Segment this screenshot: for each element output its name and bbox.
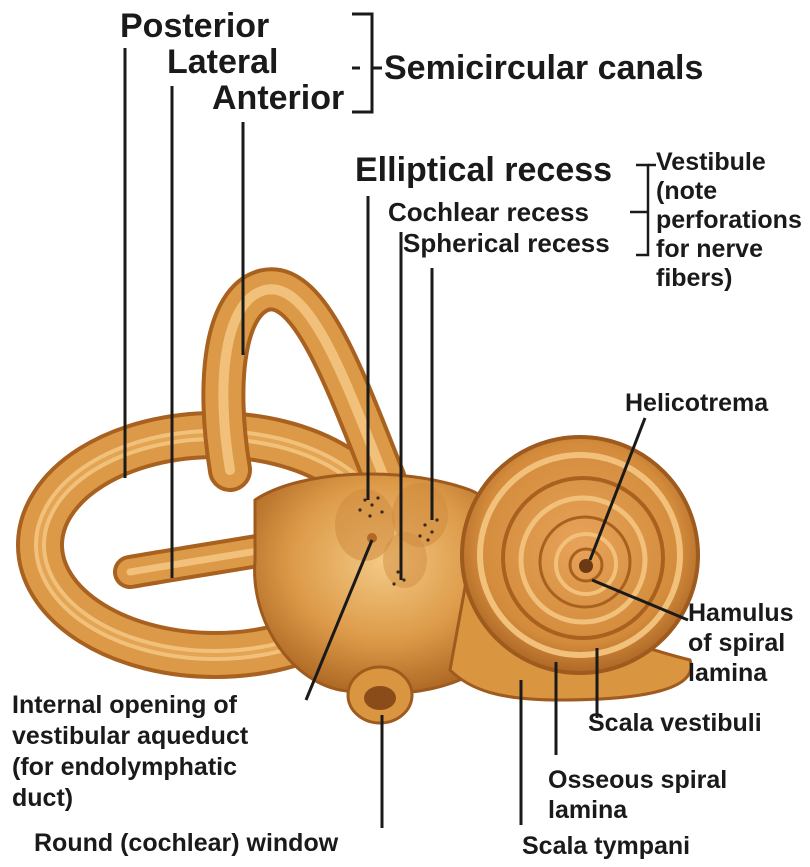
scala-tympani-label: Scala tympani: [522, 833, 690, 860]
osseous-spiral-lamina-label: Osseous spiral lamina: [548, 765, 778, 825]
anterior-label: Anterior: [212, 80, 344, 117]
vestibule-bracket: [630, 165, 656, 255]
elliptical-recess-label: Elliptical recess: [355, 152, 612, 189]
scala-vestibuli-label: Scala vestibuli: [588, 710, 762, 737]
hamulus-label: Hamulus of spiral lamina: [688, 598, 808, 688]
lateral-label: Lateral: [167, 44, 279, 81]
cochlea-shape: [462, 437, 698, 673]
semicircular-bracket: [352, 14, 382, 112]
helicotrema-label: Helicotrema: [625, 390, 768, 417]
spherical-recess-label: Spherical recess: [403, 229, 610, 257]
round-window-label: Round (cochlear) window: [34, 830, 338, 857]
cochlear-recess-label: Cochlear recess: [388, 198, 589, 226]
internal-opening-label: Internal opening of vestibular aqueduct …: [12, 690, 312, 814]
round-window-shape: [348, 667, 412, 723]
vestibule-label: Vestibule (note perforations for nerve f…: [656, 148, 806, 293]
semicircular-canals-label: Semicircular canals: [384, 50, 703, 87]
posterior-label: Posterior: [120, 8, 269, 45]
